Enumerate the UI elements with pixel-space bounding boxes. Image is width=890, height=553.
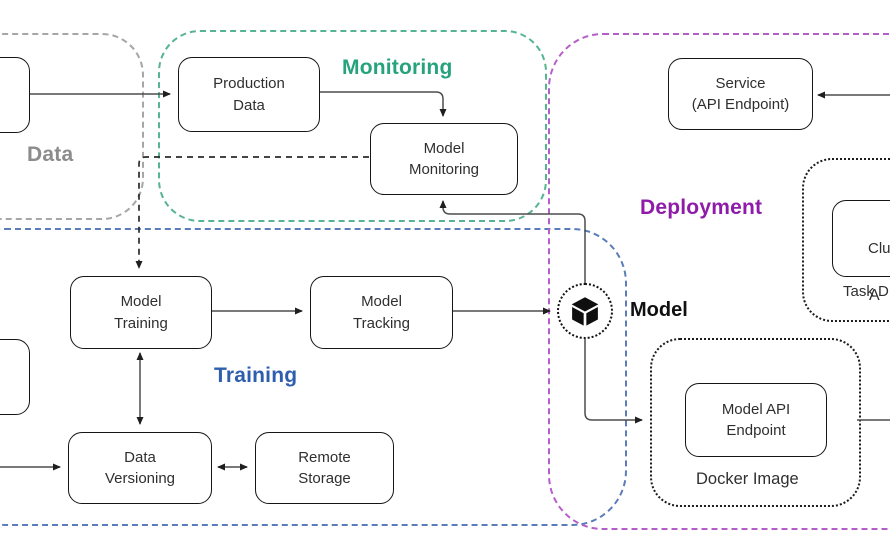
cluster-group-label: A — [869, 287, 880, 304]
edge-monitoring-to-training-dashed — [135, 156, 369, 269]
training-region-outline — [0, 228, 627, 526]
edge-production-to-monitoring — [318, 91, 447, 117]
cluster-task-line2: Task D — [843, 282, 889, 300]
data-region-label: Data — [27, 143, 74, 166]
offscreen-left-box-middle — [0, 339, 30, 415]
docker-image-group-outline — [650, 338, 861, 507]
cluster-task-line1: Clu — [868, 240, 890, 258]
edge-model-to-monitoring — [439, 200, 586, 284]
deployment-region-label: Deployment — [640, 196, 763, 219]
cluster-task-definition-node: Clu Task D — [832, 200, 890, 300]
data-versioning-node: Data Versioning — [68, 432, 212, 504]
cluster-group-outline — [802, 158, 890, 322]
production-data-node: Production Data — [178, 57, 320, 132]
package-cube-icon — [571, 297, 599, 326]
model-training-node: Model Training — [70, 276, 212, 349]
edge-model-to-docker — [584, 339, 643, 424]
deployment-region-outline — [548, 33, 890, 530]
monitoring-region-label: Monitoring — [342, 56, 453, 79]
model-artifact-label: Model — [630, 299, 688, 321]
model-api-endpoint-node: Model API Endpoint — [685, 383, 827, 457]
training-region-label: Training — [214, 364, 298, 387]
remote-storage-node: Remote Storage — [255, 432, 394, 504]
model-artifact-node — [557, 283, 613, 339]
data-region-outline — [0, 33, 144, 220]
docker-image-group-label: Docker Image — [696, 470, 799, 488]
monitoring-region-outline — [158, 30, 547, 222]
service-api-endpoint-node: Service (API Endpoint) — [668, 58, 813, 130]
model-tracking-node: Model Tracking — [310, 276, 453, 349]
model-monitoring-node: Model Monitoring — [370, 123, 518, 195]
offscreen-left-box-top — [0, 57, 30, 133]
